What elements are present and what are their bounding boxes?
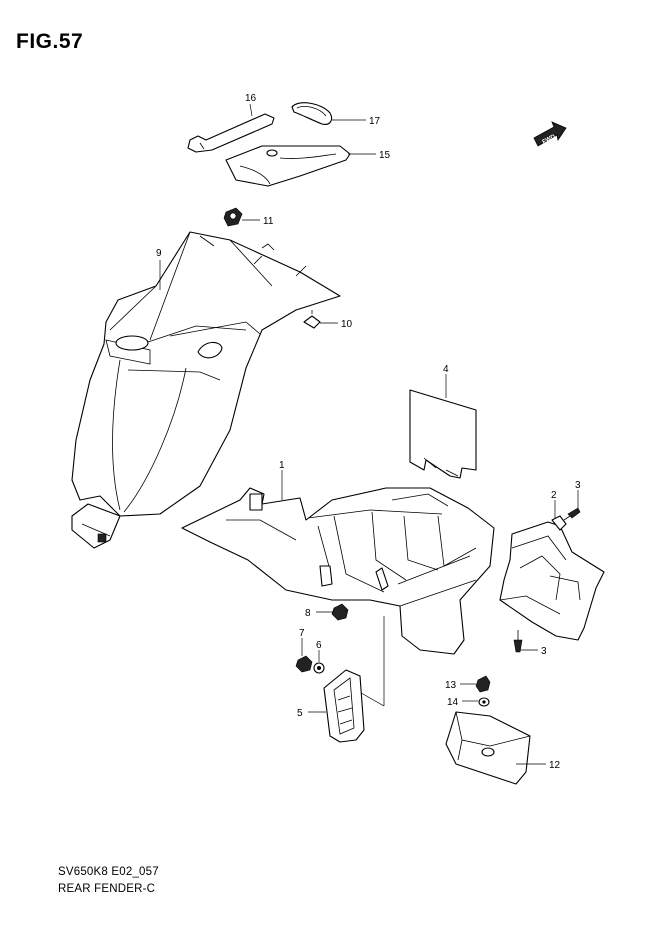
callout-6: 6 xyxy=(316,640,322,651)
part-15-tool-bag xyxy=(225,145,376,187)
model-code: SV650K8 E02_057 xyxy=(58,866,159,878)
callout-12: 12 xyxy=(549,760,561,771)
part-3-screw-upper xyxy=(563,490,581,521)
part-10-clip xyxy=(303,310,338,329)
callout-3-lower: 3 xyxy=(541,646,547,657)
part-5-bracket xyxy=(308,669,365,743)
fwd-arrow-badge: FWD xyxy=(533,121,567,147)
part-16-strap xyxy=(187,103,275,153)
callout-10: 10 xyxy=(341,319,353,330)
callout-8: 8 xyxy=(305,608,311,619)
callout-1: 1 xyxy=(279,460,285,471)
callout-11: 11 xyxy=(263,216,274,227)
callout-5: 5 xyxy=(297,708,303,719)
part-8-bolt xyxy=(316,603,349,621)
callout-16: 16 xyxy=(245,93,257,104)
part-17-band xyxy=(291,102,366,125)
part-9-rear-fender xyxy=(71,231,341,549)
part-12-cover xyxy=(445,711,546,785)
part-4-plate xyxy=(409,374,477,479)
section-name: REAR FENDER-C xyxy=(58,883,156,895)
callout-14: 14 xyxy=(447,697,459,708)
callout-3-upper: 3 xyxy=(575,480,581,491)
callout-13: 13 xyxy=(445,680,457,691)
part-1-fender-body xyxy=(181,470,495,655)
callout-2: 2 xyxy=(551,490,557,501)
part-6-nut xyxy=(313,650,325,674)
part-3-screw-lower xyxy=(513,630,538,653)
part-13-bolt xyxy=(460,675,491,693)
part-2-bracket xyxy=(499,500,605,641)
callout-7: 7 xyxy=(299,628,305,639)
callout-15: 15 xyxy=(379,150,391,161)
figure-title: FIG.57 xyxy=(16,30,84,53)
part-11-clip-nut xyxy=(223,207,260,227)
callout-4: 4 xyxy=(443,364,449,375)
part-14-washer xyxy=(462,697,490,707)
part-number-labels: 16 17 15 11 9 10 4 1 3 2 8 7 6 3 13 14 5… xyxy=(156,93,581,771)
part-7-bolt xyxy=(295,638,313,673)
callout-9: 9 xyxy=(156,248,162,259)
callout-17: 17 xyxy=(369,116,381,127)
